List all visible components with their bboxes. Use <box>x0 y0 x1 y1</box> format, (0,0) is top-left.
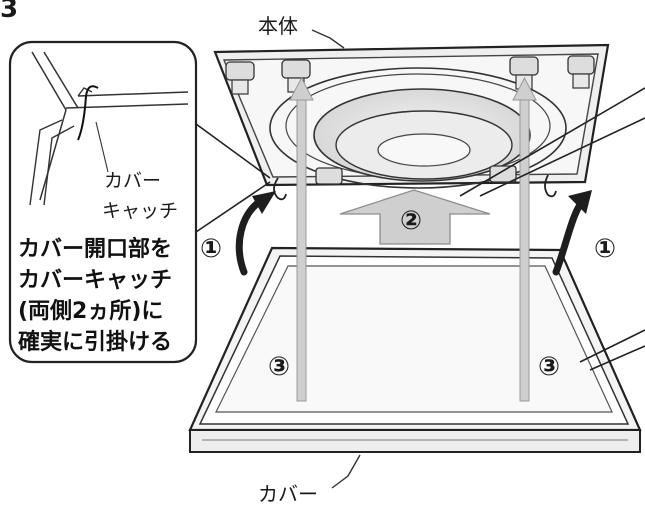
instruction-line-1: カバー開口部を <box>18 237 173 262</box>
cover-catch-right <box>544 174 557 198</box>
leader-main-unit <box>311 29 345 49</box>
lift-arrow-left <box>289 76 314 402</box>
figure-number: 3 <box>0 0 19 24</box>
mounting-boss-bottom-right <box>489 165 517 183</box>
leader-cover <box>331 454 361 489</box>
callout-pointer-lower <box>195 181 271 233</box>
mounting-boss-top-left <box>225 61 255 95</box>
cover-catch-label-line2: キャッチ <box>102 200 179 222</box>
step-marker-right-lift: ③ <box>538 352 561 382</box>
hook-arrow-right <box>552 190 592 276</box>
lift-arrow-right <box>512 76 537 402</box>
leader-right-2 <box>479 117 645 197</box>
push-arrow <box>339 189 491 245</box>
main-unit <box>213 43 610 201</box>
leader-right-1 <box>459 87 645 197</box>
mounting-boss-top-right <box>567 55 595 89</box>
cover-catch-label-line1: カバー <box>104 170 162 192</box>
step-marker-left-curve: ① <box>200 234 223 264</box>
step-marker-right-curve: ① <box>594 234 617 264</box>
hook-arrow-left <box>235 191 276 276</box>
instruction-text: カバー開口部を カバーキャッチ (両側2ヵ所)に 確実に引掛ける <box>18 234 208 358</box>
cover-frame <box>188 246 642 453</box>
leader-right-4 <box>589 345 645 371</box>
cover-catch-left <box>273 177 287 201</box>
main-unit-label: 本体 <box>258 14 298 38</box>
step-marker-left-lift: ③ <box>268 352 291 382</box>
callout-pointer-upper <box>195 123 271 179</box>
mounting-boss-bottom-left <box>315 167 343 185</box>
cover-label: カバー <box>258 482 318 506</box>
leader-right-3 <box>579 329 645 363</box>
detail-callout-panel <box>8 40 198 364</box>
instruction-line-2: カバーキャッチ <box>18 268 173 293</box>
instruction-line-4: 確実に引掛ける <box>18 330 173 355</box>
step-marker-push: ② <box>400 206 423 236</box>
instruction-line-3: (両側2ヵ所)に <box>18 299 164 324</box>
